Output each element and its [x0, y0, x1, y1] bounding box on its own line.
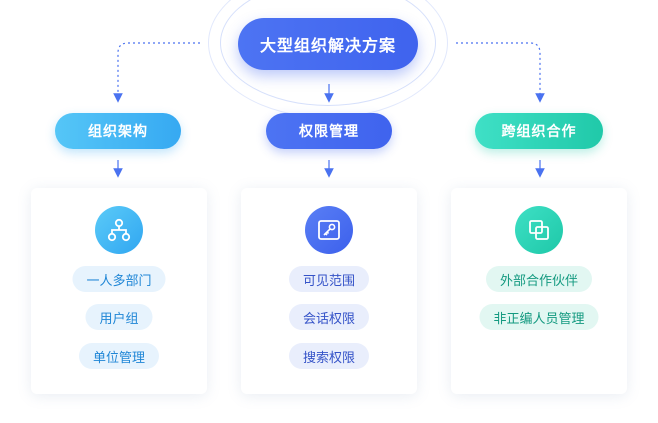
feature-tag-label: 可见范围: [302, 273, 356, 289]
connector-right: [456, 42, 545, 103]
org-tree-icon: [95, 206, 143, 254]
feature-tag: 非正编人员管理: [479, 304, 599, 330]
feature-tag: 可见范围: [288, 266, 370, 292]
feature-tag-label: 会话权限: [302, 311, 356, 327]
feature-tag-label: 外部合作伙伴: [499, 273, 579, 289]
branch-card-cross-org: 外部合作伙伴 非正编人员管理: [451, 188, 627, 394]
root-node[interactable]: 大型组织解决方案: [238, 18, 418, 70]
feature-tag-label: 用户组: [99, 311, 139, 327]
key-card-icon: [305, 206, 353, 254]
feature-tag-label: 一人多部门: [86, 273, 152, 289]
feature-tag-label: 非正编人员管理: [493, 311, 585, 327]
feature-tag-label: 搜索权限: [302, 350, 356, 366]
feature-tag: 用户组: [85, 304, 153, 330]
branch-node-cross-org[interactable]: 跨组织合作: [475, 113, 603, 149]
feature-tag-label: 单位管理: [92, 350, 146, 366]
branch-node-permissions[interactable]: 权限管理: [266, 113, 392, 149]
feature-tag: 外部合作伙伴: [485, 266, 593, 292]
feature-tag: 会话权限: [288, 304, 370, 330]
root-label: 大型组织解决方案: [259, 36, 396, 55]
linked-squares-icon: [515, 206, 563, 254]
branch-node-org-structure[interactable]: 组织架构: [55, 113, 181, 149]
branch-card-org-structure: 一人多部门 用户组 单位管理: [31, 188, 207, 394]
feature-tag: 搜索权限: [288, 343, 370, 369]
branch-label: 跨组织合作: [501, 124, 577, 140]
connector-left: [113, 42, 200, 103]
branch-label: 组织架构: [88, 124, 148, 140]
branch-label: 权限管理: [299, 124, 359, 140]
branch-card-permissions: 可见范围 会话权限 搜索权限: [241, 188, 417, 394]
feature-tag: 一人多部门: [72, 266, 166, 292]
feature-tag: 单位管理: [78, 343, 160, 369]
